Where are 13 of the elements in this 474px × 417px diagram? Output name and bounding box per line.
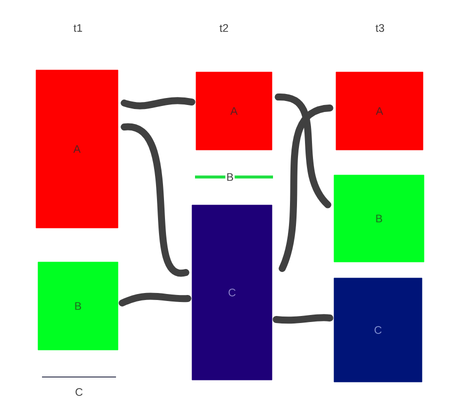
column-heading: t2 [220, 24, 228, 32]
connector-line [272, 314, 334, 324]
connector-line [118, 292, 192, 306]
colored-box: B [334, 174, 424, 262]
colored-box: A [336, 72, 424, 150]
colored-box: C [334, 278, 422, 382]
column-heading: t3 [376, 24, 384, 32]
column-heading: t1 [74, 24, 82, 32]
colored-box: A [196, 72, 272, 150]
connector-line [120, 97, 196, 110]
colored-box: B [38, 262, 118, 350]
colored-box: A [36, 70, 118, 228]
colored-box: C [192, 204, 272, 380]
